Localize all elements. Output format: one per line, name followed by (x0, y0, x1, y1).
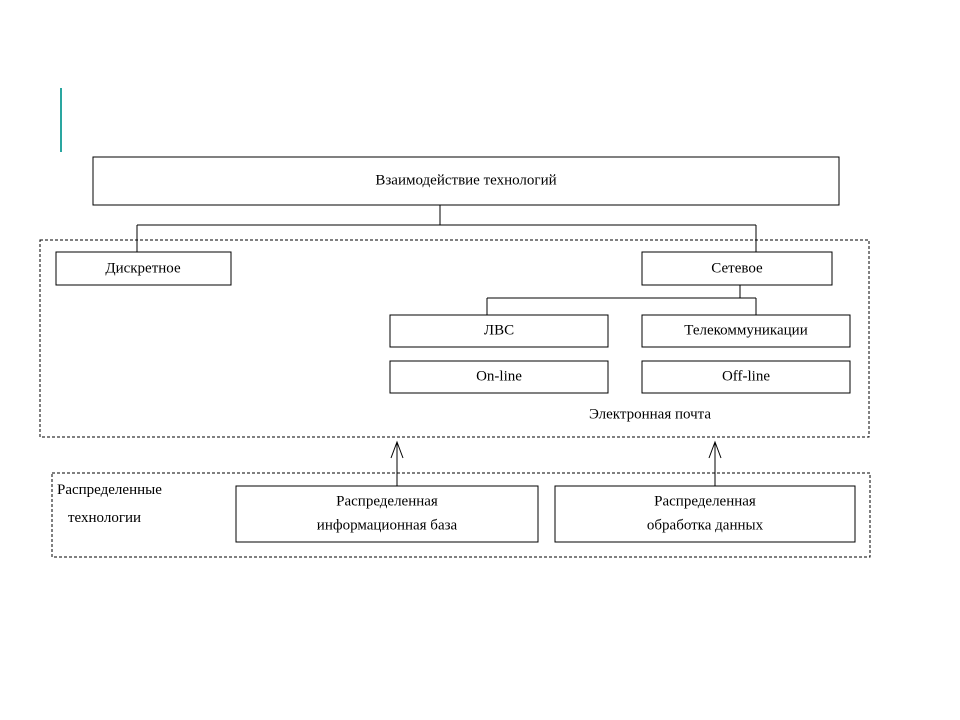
node-lan-label: ЛВС (484, 322, 514, 338)
email-label: Электронная почта (589, 406, 711, 422)
arrowhead-distproc (708, 440, 722, 459)
node-network: Сетевое (641, 251, 833, 286)
node-root: Взаимодействие технологий (92, 156, 840, 206)
accent-bar (60, 88, 62, 152)
node-online: On-line (389, 360, 609, 394)
node-telecom-label: Телекоммуникации (684, 322, 807, 338)
node-discrete: Дискретное (55, 251, 232, 286)
node-offline: Off-line (641, 360, 851, 394)
node-dist-processing-label-line-1: Распределенная (654, 493, 756, 509)
node-dist-db-label-line-2: информационная база (317, 517, 458, 533)
distributed-group-label-line-2: технологии (68, 510, 141, 526)
node-offline-label: Off-line (722, 368, 770, 384)
node-network-label: Сетевое (711, 260, 763, 276)
network-group-frame (39, 239, 870, 438)
node-root-label: Взаимодействие технологий (375, 172, 556, 188)
distributed-group-label: Распределенные технологии (57, 482, 162, 526)
node-telecom: Телекоммуникации (641, 314, 851, 348)
node-dist-processing-label-line-2: обработка данных (647, 517, 764, 533)
node-dist-db: Распределенная информационная база (235, 485, 539, 543)
connectors (136, 205, 757, 486)
node-lan: ЛВС (389, 314, 609, 348)
node-dist-db-label-line-1: Распределенная (336, 493, 438, 509)
arrowhead-distdb (390, 440, 404, 459)
node-discrete-label: Дискретное (105, 260, 181, 276)
distributed-group-frame (51, 472, 871, 558)
distributed-group-label-line-1: Распределенные (57, 482, 162, 498)
node-online-label: On-line (476, 368, 522, 384)
node-dist-processing: Распределенная обработка данных (554, 485, 856, 543)
